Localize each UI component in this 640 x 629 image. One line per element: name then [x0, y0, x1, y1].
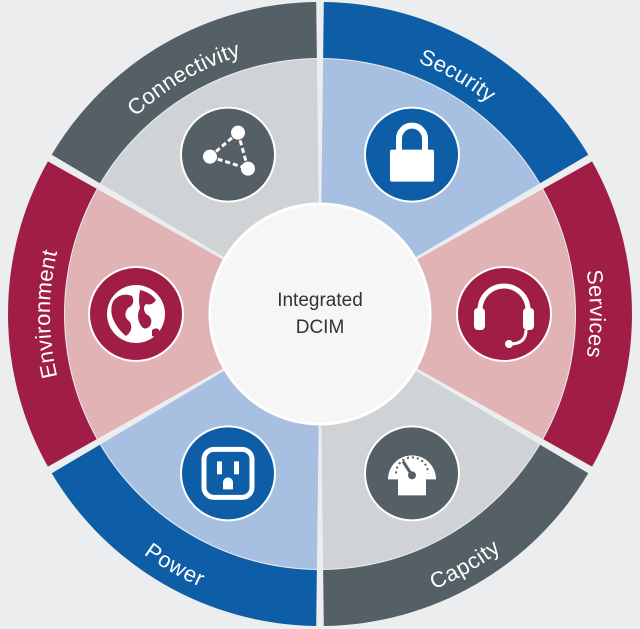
segment-label-services: Services: [582, 268, 610, 360]
headset-icon: [456, 266, 552, 362]
outlet-icon: [180, 425, 276, 522]
center-hub: [208, 202, 432, 426]
globe-icon: [88, 266, 184, 362]
network-icon: [180, 106, 276, 203]
gauge-icon: [364, 425, 460, 522]
center-title-line1: Integrated: [277, 290, 363, 311]
outer-band-power: [51, 444, 317, 626]
outer-band-services: [543, 161, 633, 467]
center-title-line2: DCIM: [296, 317, 345, 338]
outer-band-capacity: [323, 444, 589, 626]
outer-band-connectivity: [51, 2, 317, 184]
lock-icon: [364, 106, 460, 203]
outer-band-environment: [8, 161, 97, 467]
icons-layer: [88, 106, 552, 522]
outer-band-security: [323, 2, 589, 184]
segments-layer: [8, 2, 633, 626]
